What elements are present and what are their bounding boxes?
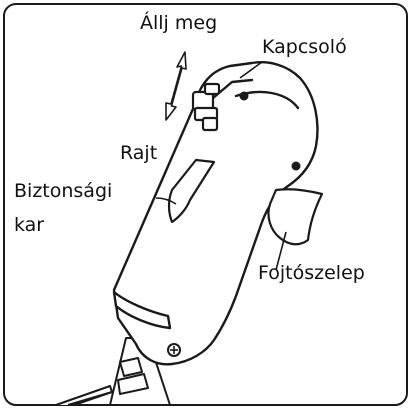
label-start: Rajt: [120, 142, 157, 164]
label-stop: Állj meg: [140, 12, 217, 34]
label-switch: Kapcsoló: [262, 36, 347, 58]
label-safety-lever-line2: kar: [14, 214, 44, 236]
screw-right: [292, 162, 301, 171]
screw-top: [240, 92, 249, 101]
label-throttle: Fojtószelep: [258, 262, 365, 284]
screw-bottom: [168, 344, 180, 356]
label-safety-lever-line1: Biztonsági: [14, 180, 112, 202]
